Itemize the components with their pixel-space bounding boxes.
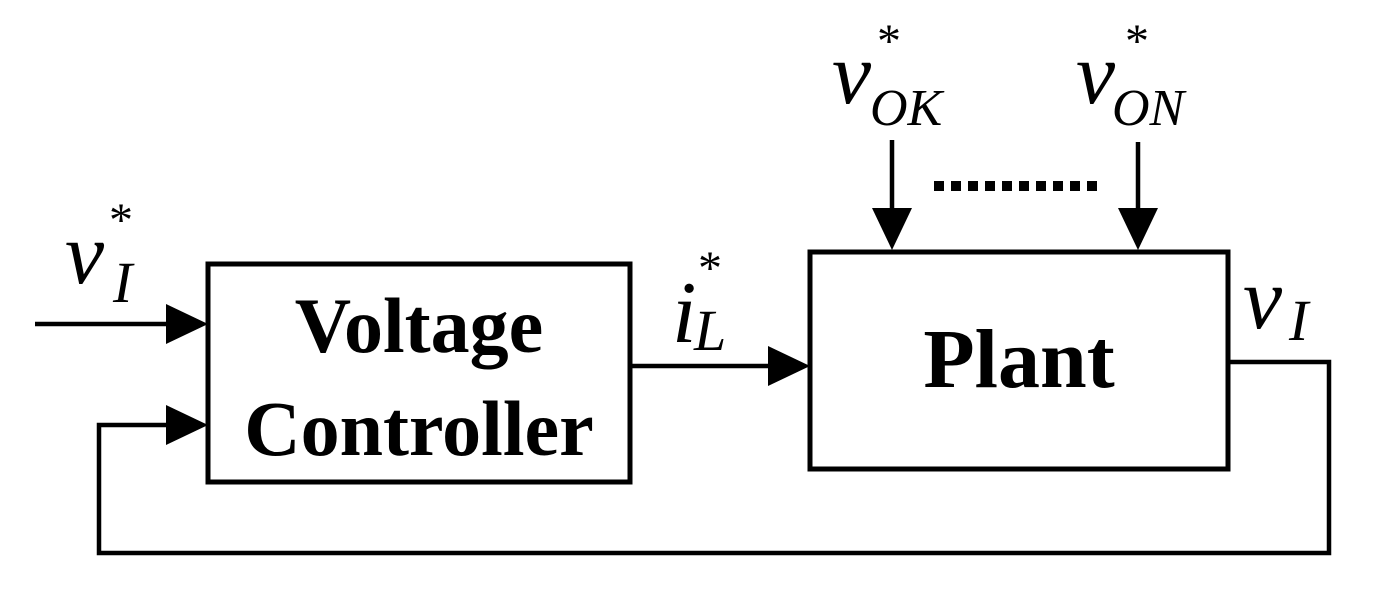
current-reference-symbol: i — [672, 265, 696, 362]
current-reference-arrow — [630, 346, 810, 386]
disturbance-first-subscript: OK — [870, 80, 945, 137]
disturbance-first-superscript: * — [877, 15, 901, 68]
disturbance-last-signal-label: v ON * — [1076, 15, 1188, 137]
output-signal-label: v I — [1243, 251, 1311, 353]
reference-symbol: v — [65, 206, 105, 303]
plant-label: Plant — [923, 313, 1114, 406]
disturbance-arrow-last — [1118, 142, 1158, 250]
disturbance-first-signal-label: v OK * — [832, 15, 945, 137]
reference-input-arrow — [35, 304, 208, 344]
voltage-controller-label-line2: Controller — [244, 385, 593, 472]
disturbance-last-symbol: v — [1076, 26, 1116, 123]
reference-subscript: I — [112, 250, 135, 315]
voltage-controller-label-line1: Voltage — [295, 282, 543, 369]
current-reference-subscript: L — [693, 298, 726, 363]
reference-superscript: * — [109, 194, 133, 247]
output-symbol: v — [1243, 251, 1283, 348]
feedback-path — [96, 359, 1332, 556]
disturbance-arrow-first — [872, 140, 912, 250]
disturbance-last-subscript: ON — [1112, 80, 1188, 137]
reference-signal-label: v I * — [65, 194, 135, 315]
disturbance-last-superscript: * — [1125, 15, 1149, 68]
voltage-controller-block: Voltage Controller — [205, 261, 633, 485]
plant-block: Plant — [807, 249, 1231, 472]
disturbance-first-symbol: v — [832, 26, 872, 123]
current-reference-signal-label: i L * — [672, 242, 726, 363]
current-reference-superscript: * — [698, 242, 722, 295]
output-subscript: I — [1288, 288, 1311, 353]
